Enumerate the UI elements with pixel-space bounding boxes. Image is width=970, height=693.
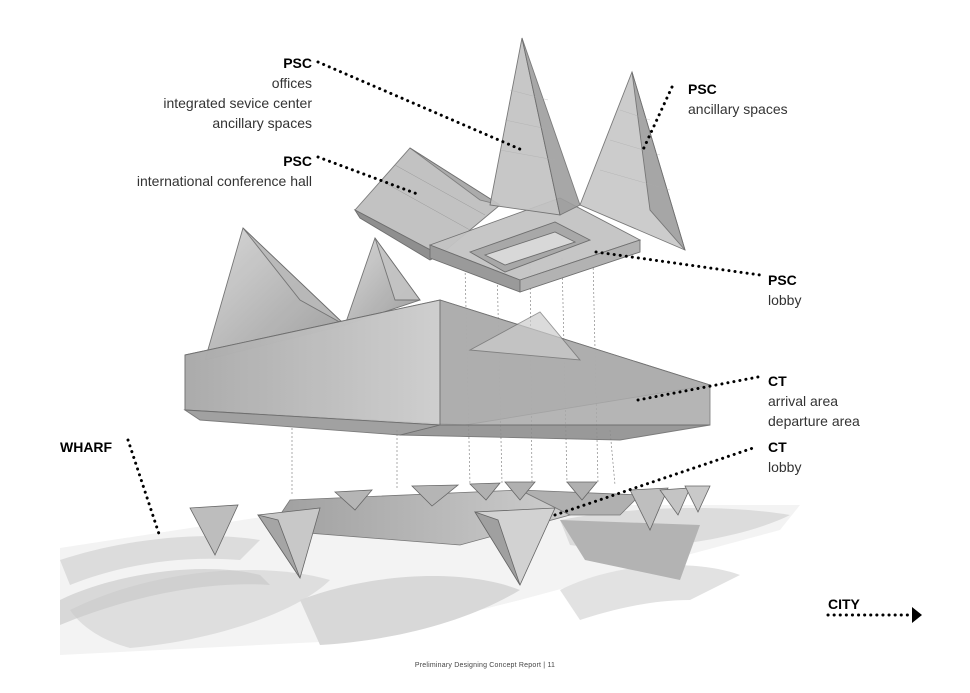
label-line: offices: [271, 75, 312, 91]
label-line: departure area: [768, 413, 860, 429]
label-wharf: WHARF: [60, 437, 160, 457]
psc-lobby-volume: [428, 197, 642, 293]
label-title: CITY: [828, 596, 860, 612]
leader-ct-lobby: [553, 445, 758, 517]
leader-wharf: [126, 438, 162, 539]
label-title: CT: [768, 439, 787, 455]
page-footer: Preliminary Designing Concept Report | 1…: [414, 662, 556, 669]
label-line: ancillary spaces: [688, 101, 788, 117]
label-title: CT: [768, 373, 787, 389]
leader-psc-ancillary: [640, 85, 674, 154]
funnel-columns: [189, 481, 711, 586]
leader-lines: [126, 60, 912, 617]
leader-psc-conference: [316, 155, 422, 197]
label-title: PSC: [283, 153, 312, 169]
label-psc-conference: PSC international conference hall: [100, 151, 312, 191]
label-line: lobby: [768, 459, 802, 475]
ct-main-volume: [183, 227, 711, 441]
label-line: lobby: [768, 292, 802, 308]
leader-psc-offices: [316, 60, 524, 152]
label-psc-lobby: PSC lobby: [768, 270, 888, 310]
label-line: ancillary spaces: [212, 115, 312, 131]
label-line: arrival area: [768, 393, 839, 409]
leader-ct-areas: [636, 375, 760, 402]
label-title: PSC: [688, 81, 717, 97]
label-line: integrated sevice center: [163, 95, 312, 111]
psc-conference-volume: [353, 147, 501, 261]
label-line: international conference hall: [136, 173, 312, 189]
city-arrow-head: [912, 607, 922, 623]
leader-psc-lobby: [594, 250, 762, 277]
label-title: PSC: [283, 55, 312, 71]
label-psc-offices: PSC offices integrated sevice center anc…: [120, 53, 312, 133]
psc-pyramids: [489, 37, 686, 251]
site-ground: [60, 505, 800, 655]
label-ct-areas: CT arrival area departure area: [768, 371, 908, 431]
label-title: PSC: [768, 272, 797, 288]
label-ct-lobby: CT lobby: [768, 437, 888, 477]
label-title: WHARF: [60, 439, 113, 455]
label-city: CITY: [828, 594, 908, 614]
label-psc-ancillary: PSC ancillary spaces: [688, 79, 848, 119]
